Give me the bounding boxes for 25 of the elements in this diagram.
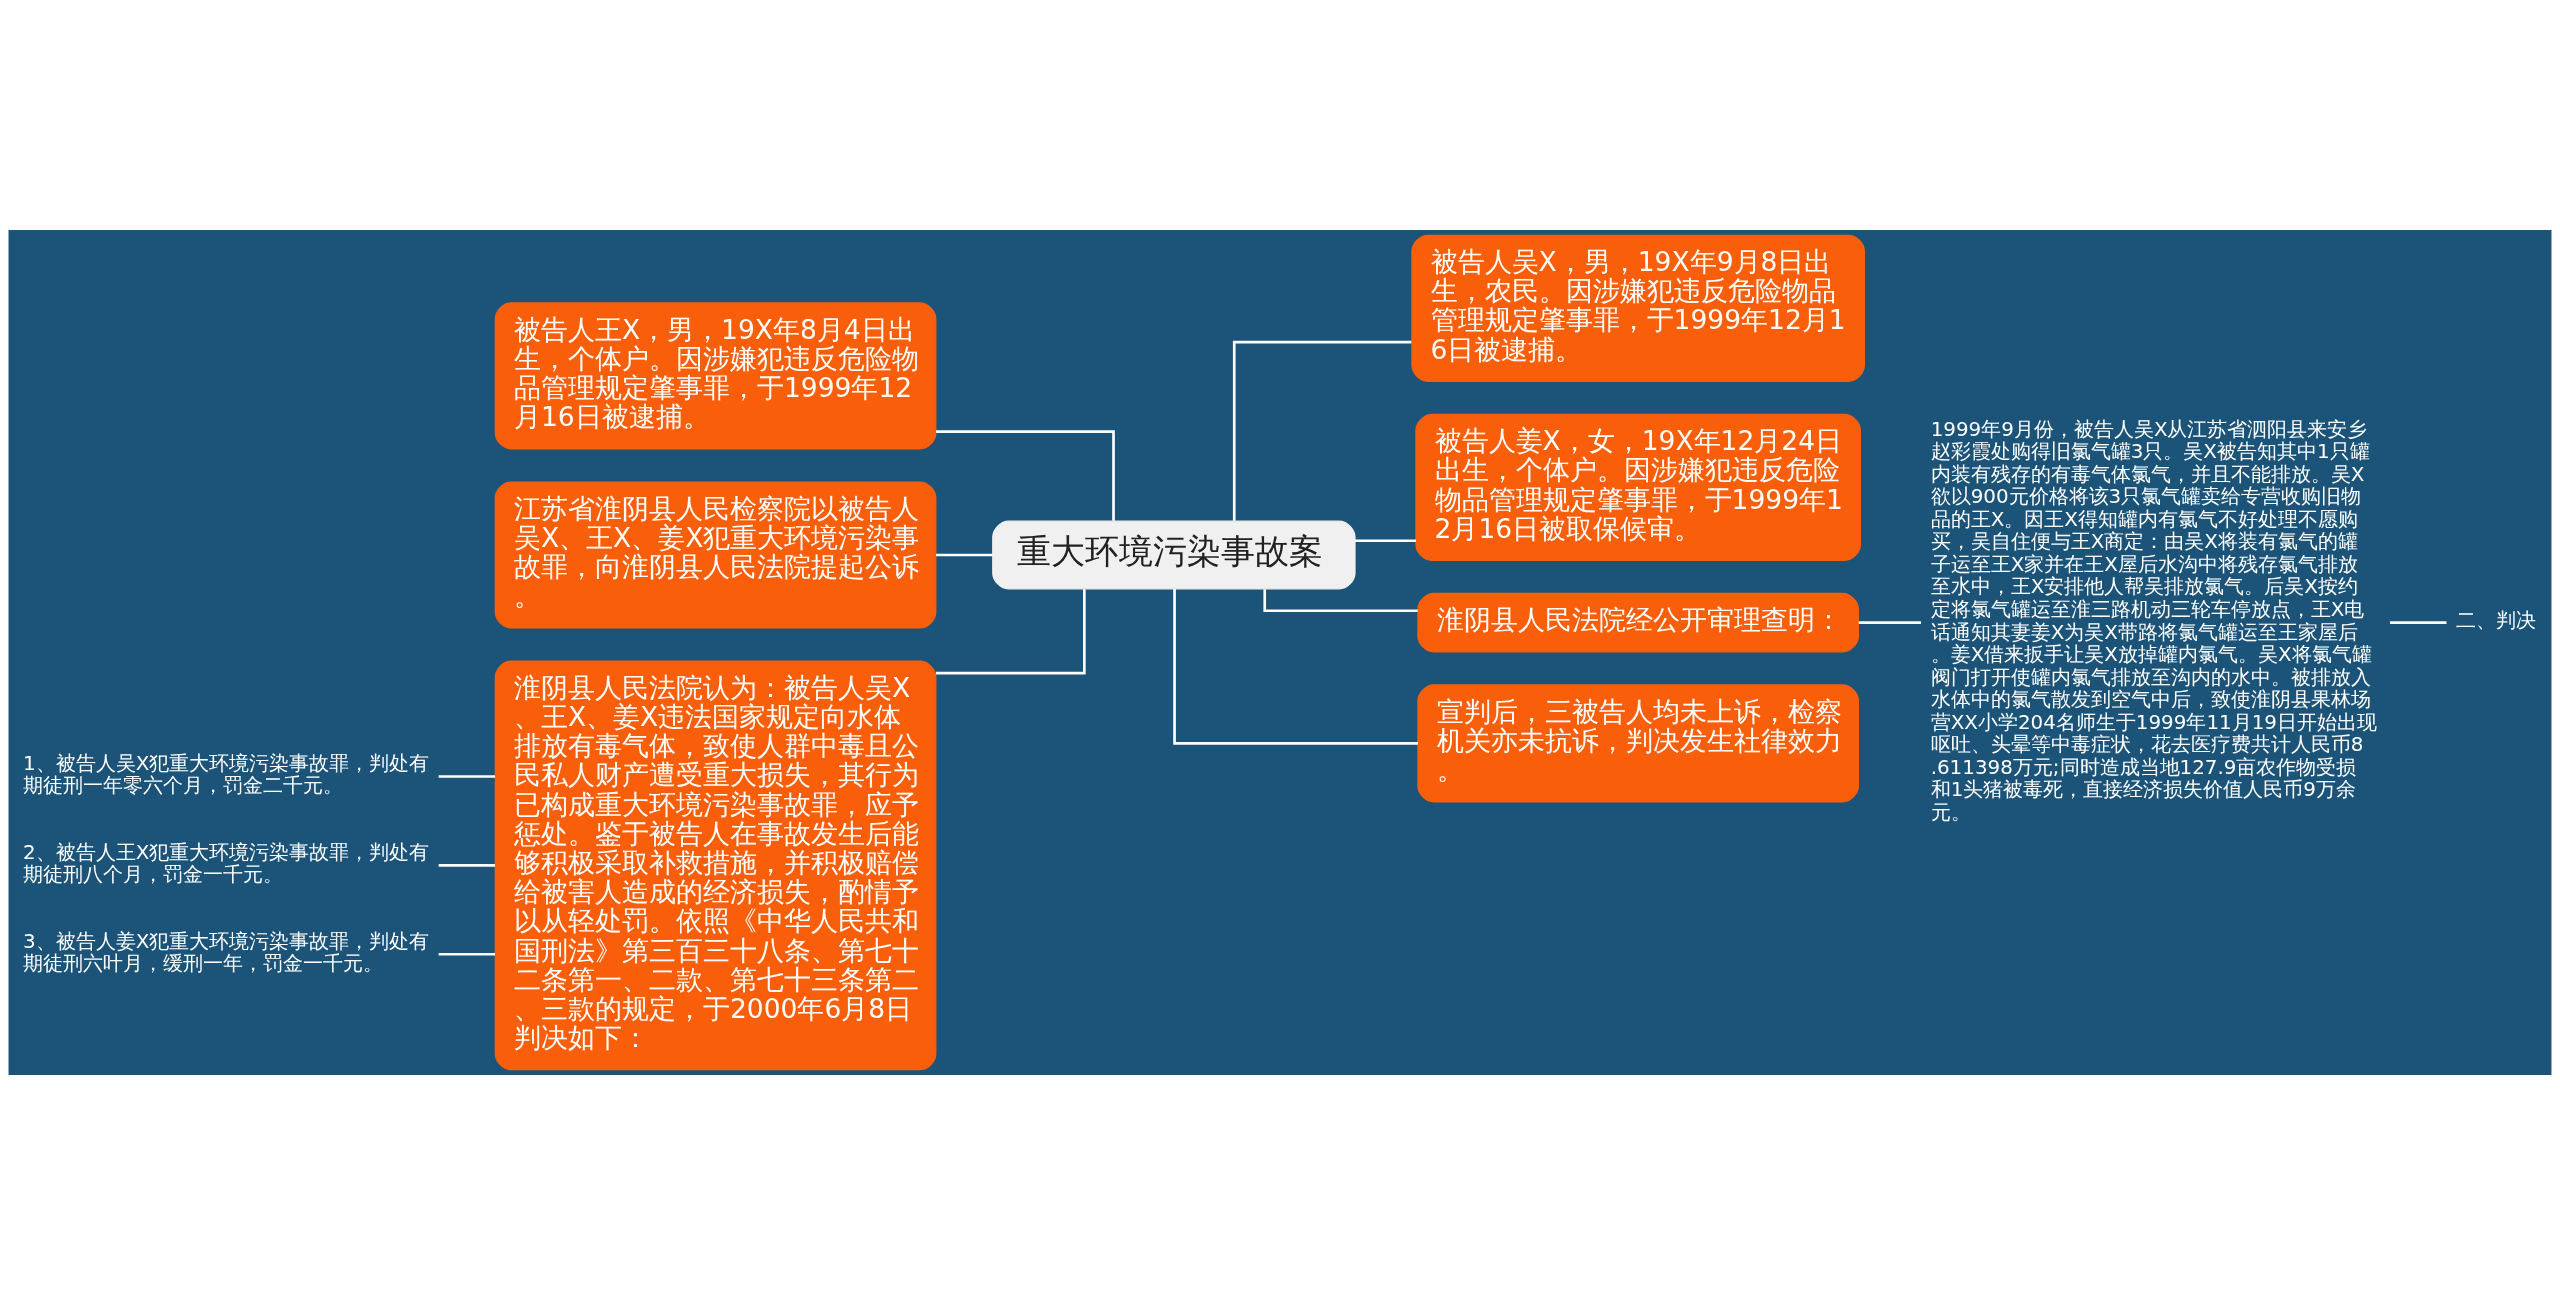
node-box: 被告人王X，男，19X年8月4日出生，个体户。因涉嫌犯违反危险物品管理规定肇事罪，于1999年12月16日被逮捕。 bbox=[494, 302, 937, 450]
connector bbox=[1173, 589, 1418, 745]
node-box: 被告人吴X，男，19X年9月8日出生，农民。因涉嫌犯违反危险物品管理规定肇事罪，于1999年12月16日被逮捕。 bbox=[1411, 234, 1865, 382]
node-box: 被告人姜X，女，19X年12月24日出生，个体户。因涉嫌犯违反危险物品管理规定肇事罪，于1999年12月16日被取保候审。 bbox=[1415, 413, 1862, 561]
node-box: 江苏省淮阴县人民检察院以被告人吴X、王X、姜X犯重大环境污染事故罪，向淮阴县人民法院提起公诉。 bbox=[494, 481, 937, 629]
connector bbox=[1858, 621, 1921, 624]
node-box: 淮阴县人民法院经公开审理查明： bbox=[1417, 592, 1860, 653]
connector bbox=[936, 430, 1115, 521]
connector bbox=[1263, 589, 1418, 613]
connector bbox=[438, 952, 496, 956]
connector bbox=[438, 775, 496, 778]
node-box: 淮阴县人民法院认为：被告人吴X、王X、姜X违法国家规定向水体排放有毒气体，致使人群中毒且公民私人财产遭受重大损失，其行为已构成重大环境污染事故罪，应予惩处。鉴于被告人在事故发生后能够积极采取补救措施，并积极赔偿给被害人造成的经济损失，酌情予以从轻处罚。依照《中华人民共和国刑法》第三百三十八条、第七十二条第一、二款、第七十三条第二、三款的规定，于2000年6月8日判决如下： bbox=[494, 660, 937, 1071]
node-text: 1、被告人吴X犯重大环境污染事故罪，判处有期徒刑一年零六个月，罚金二千元。 bbox=[23, 751, 430, 798]
node-text: 二、判决 bbox=[2455, 609, 2536, 633]
connector bbox=[935, 589, 1086, 675]
node-text: 2、被告人王X犯重大环境污染事故罪，判处有期徒刑八个月，罚金一千元。 bbox=[23, 840, 430, 887]
node-box: 宣判后，三被告人均未上诉，检察机关亦未抗诉，判决发生社律效力。 bbox=[1417, 684, 1860, 803]
node-text: 3、被告人姜X犯重大环境污染事故罪，判处有期徒刑六叶月，缓刑一年，罚金一千元。 bbox=[23, 929, 430, 976]
connector bbox=[2389, 621, 2447, 624]
connector bbox=[438, 864, 496, 867]
node-box: 重大环境污染事故案 bbox=[992, 520, 1356, 590]
node-text: 1999年9月份，被告人吴X从江苏省泗阳县来安乡赵彩霞处购得旧氯气罐3只。吴X被告知其中1只罐内装有残存的有毒气体氯气，并且不能排放。吴X欲以900元价格将该3只氯气罐卖给专营收购旧物品的王X。因王X得知罐内有氯气不好处理不愿购买，吴自住便与王X商定：由吴X将装有氯气的罐子运至王X家并在王X屋后水沟中将残存氯气排放至水中，王X安排他人帮吴排放氯气。后吴X按约定将氯气罐运至淮三路机动三轮车停放点，王X电话通知其妻姜X为吴X带路将氯气罐运至王家屋后。姜X借来扳手让吴X放掉罐内氯气。吴X将氯气罐阀门打开使罐内氯气排放至沟内的水中。被排放入水体中的氯气散发到空气中后，致使淮阴县果林场营XX小学204名师生于1999年11月19日开始出现呕吐、头晕等中毒症状，花去医疗费共计人民币8.611398万元;同时造成当地127.9亩农作物受损和1头猪被毒死，直接经济损失价值人民币9万余元。 bbox=[1930, 417, 2377, 824]
connector bbox=[936, 553, 993, 557]
connector bbox=[1355, 539, 1416, 543]
connector bbox=[1232, 340, 1412, 521]
